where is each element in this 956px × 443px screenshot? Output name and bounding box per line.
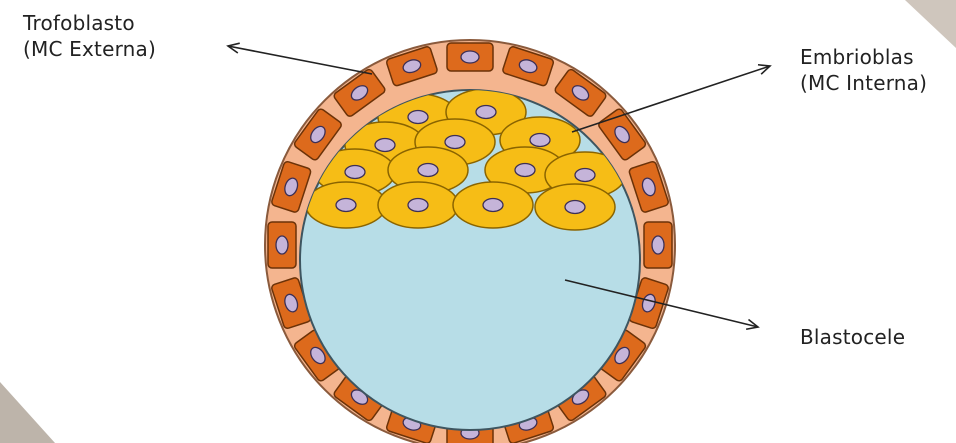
label-blastocele-name: Blastocele	[800, 324, 905, 350]
label-trofoblasto: Trofoblasto (MC Externa)	[23, 10, 156, 62]
label-embrioblasto-name: Embrioblas	[800, 44, 927, 70]
trophoblast-cell	[644, 222, 672, 268]
arrow-trofoblasto	[228, 46, 372, 74]
corner-decoration-bottom-left	[0, 382, 55, 443]
trophoblast-cell	[268, 222, 296, 268]
label-trofoblasto-desc: (MC Externa)	[23, 36, 156, 62]
label-embrioblasto: Embrioblas (MC Interna)	[800, 44, 927, 96]
inner-cell	[535, 184, 615, 230]
label-trofoblasto-name: Trofoblasto	[23, 10, 156, 36]
inner-cell	[453, 182, 533, 228]
label-blastocele: Blastocele	[800, 324, 905, 350]
inner-cell	[378, 182, 458, 228]
corner-decoration-top-right	[905, 0, 956, 48]
trophoblast-cell	[447, 43, 493, 71]
label-embrioblasto-desc: (MC Interna)	[800, 70, 927, 96]
inner-cell	[306, 182, 386, 228]
